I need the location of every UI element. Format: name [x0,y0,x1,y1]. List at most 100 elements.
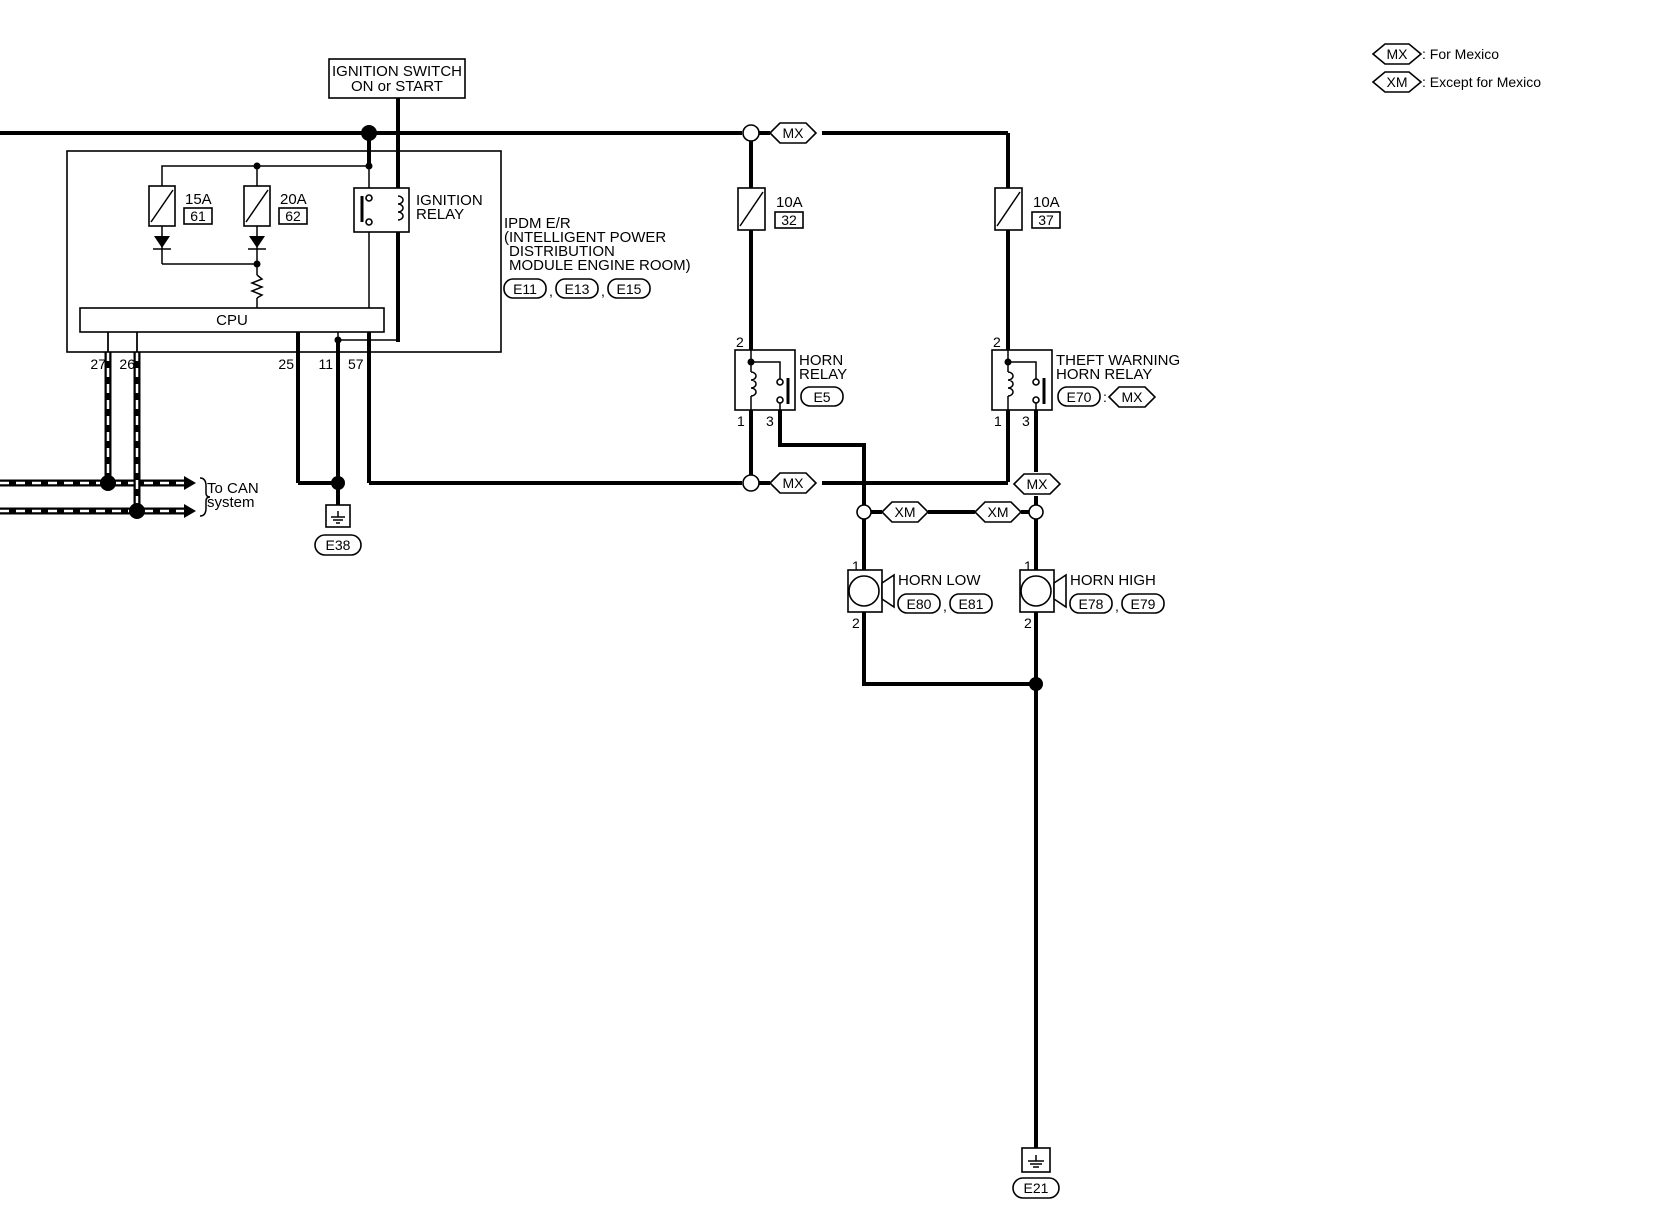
can-label-2: system [207,494,255,511]
diode-icon [153,236,266,250]
svg-text:,: , [943,598,947,614]
theft-relay-mx-badge [1107,386,1157,408]
fuse-62-number: 62 [285,208,301,224]
ground-e21: E21 [1012,1147,1060,1199]
ipdm-connector-e13: E13 [565,281,590,297]
relay-coil-icon [1007,371,1014,397]
ipdm-pin-11: 11 [318,356,333,372]
fuse-32: 10A 32 [737,187,804,231]
ignition-relay-label-2: RELAY [416,206,464,223]
horn-relay-pin-right: 3 [766,413,774,429]
fuse-37: 10A 37 [994,187,1061,231]
ipdm-pin-26: 26 [119,356,135,372]
horn-relay-pin-top: 2 [736,334,744,350]
horn-high-pin-bottom: 2 [1024,615,1032,631]
horn-low-label: HORN LOW [898,572,981,589]
ipdm-module: 15A 61 20A 62 IGNITION [66,150,691,372]
ignition-switch-box [328,58,466,99]
fuse-62: 20A 62 [243,185,308,227]
ipdm-connector-e11: E11 [513,281,537,297]
wires [0,98,1038,1148]
horn-high-connector-e79: E79 [1131,596,1156,612]
theft-relay-connector: E70 [1067,389,1092,405]
can-arrow-l [184,504,196,518]
legend-xm-badge [1371,71,1423,93]
horn-high: 1 2 HORN HIGH E78 , E79 [1019,558,1165,631]
fuse-37-number: 37 [1038,212,1054,228]
fuse-62-rating: 20A [280,191,307,208]
fuse-32-rating: 10A [776,194,803,211]
fuse-61-rating: 15A [185,191,212,208]
cpu-box [79,307,385,333]
ipdm-pin-57: 57 [348,356,364,372]
relay-coil-icon [397,195,404,221]
cpu-label: CPU [216,312,248,329]
svg-text:MX: MX [1122,389,1144,405]
mx-badge-bottom [768,472,818,494]
ground-e38: E38 [314,504,362,556]
theft-relay-label-1: THEFT WARNING [1056,352,1180,369]
ipdm-box [66,150,502,353]
horn-low-pin-top: 1 [852,558,860,574]
ipdm-label-4: MODULE ENGINE ROOM) [509,257,691,274]
svg-text:MX: MX [1027,476,1049,492]
ipdm-label-2: (INTELLIGENT POWER [504,229,666,246]
svg-text:,: , [601,283,605,299]
ipdm-label-3: DISTRIBUTION [509,243,615,260]
mx-badge-theft [1012,473,1062,495]
horn-low-connector-e80: E80 [907,596,932,612]
can-lines: To CAN system [0,332,259,518]
legend: MX : For Mexico XM : Except for Mexico [1371,43,1541,93]
horn-icon [848,575,880,607]
horn-low-connector-e81: E81 [959,596,984,612]
theft-relay-pin-left: 1 [994,413,1002,429]
horn-relay-pin-left: 1 [737,413,745,429]
splices [100,125,1043,691]
horn-high-pin-top: 1 [1024,558,1032,574]
svg-text:MX: MX [783,475,805,491]
ipdm-pin-27: 27 [90,356,106,372]
can-brace [199,477,211,517]
legend-xm-code: XM [1387,74,1408,90]
horn-relay-connector: E5 [813,389,830,405]
svg-text::: : [1103,389,1107,405]
legend-xm-text: : Except for Mexico [1422,74,1541,90]
option-connectors: MX MX MX XM XM [742,122,1062,523]
svg-text:,: , [1115,598,1119,614]
fuse-32-number: 32 [781,212,797,228]
legend-mx-text: : For Mexico [1422,46,1499,62]
horn-high-label: HORN HIGH [1070,572,1156,589]
ignition-relay-label-1: IGNITION [416,192,483,209]
ipdm-pin-25: 25 [278,356,294,372]
ground-e38-label: E38 [326,537,351,553]
horn-icon [1020,575,1052,607]
fuse-61: 15A 61 [148,185,213,227]
resistor-icon [249,274,265,299]
svg-text:XM: XM [988,504,1009,520]
legend-mx-badge [1371,43,1423,65]
wire-horn-low-ground [862,612,1036,686]
xm-badge-right [973,501,1023,523]
theft-warning-horn-relay: 2 1 3 THEFT WARNING HORN RELAY E70 : MX [991,334,1180,429]
can-label-1: To CAN [207,480,259,497]
horn-relay-label-2: RELAY [799,366,847,383]
horn-high-connector-e78: E78 [1079,596,1104,612]
horn-relay-label-1: HORN [799,352,843,369]
svg-text:XM: XM [895,504,916,520]
relay-coil-icon [750,371,757,397]
mx-badge-top [768,122,818,144]
ground-e21-label: E21 [1024,1180,1049,1196]
horn-low-pin-bottom: 2 [852,615,860,631]
svg-text:MX: MX [783,125,805,141]
fuse-37-rating: 10A [1033,194,1060,211]
fuse-61-number: 61 [190,208,206,224]
ignition-switch-label-1: IGNITION SWITCH [332,63,462,80]
horn-low: 1 2 HORN LOW E80 , E81 [847,558,993,631]
horn-relay: 2 1 3 HORN RELAY E5 [734,334,847,429]
ignition-relay: IGNITION RELAY [353,187,483,233]
legend-mx-code: MX [1387,46,1409,62]
svg-text:,: , [549,283,553,299]
ignition-switch-label-2: ON or START [351,78,443,95]
xm-badge-left [880,501,930,523]
